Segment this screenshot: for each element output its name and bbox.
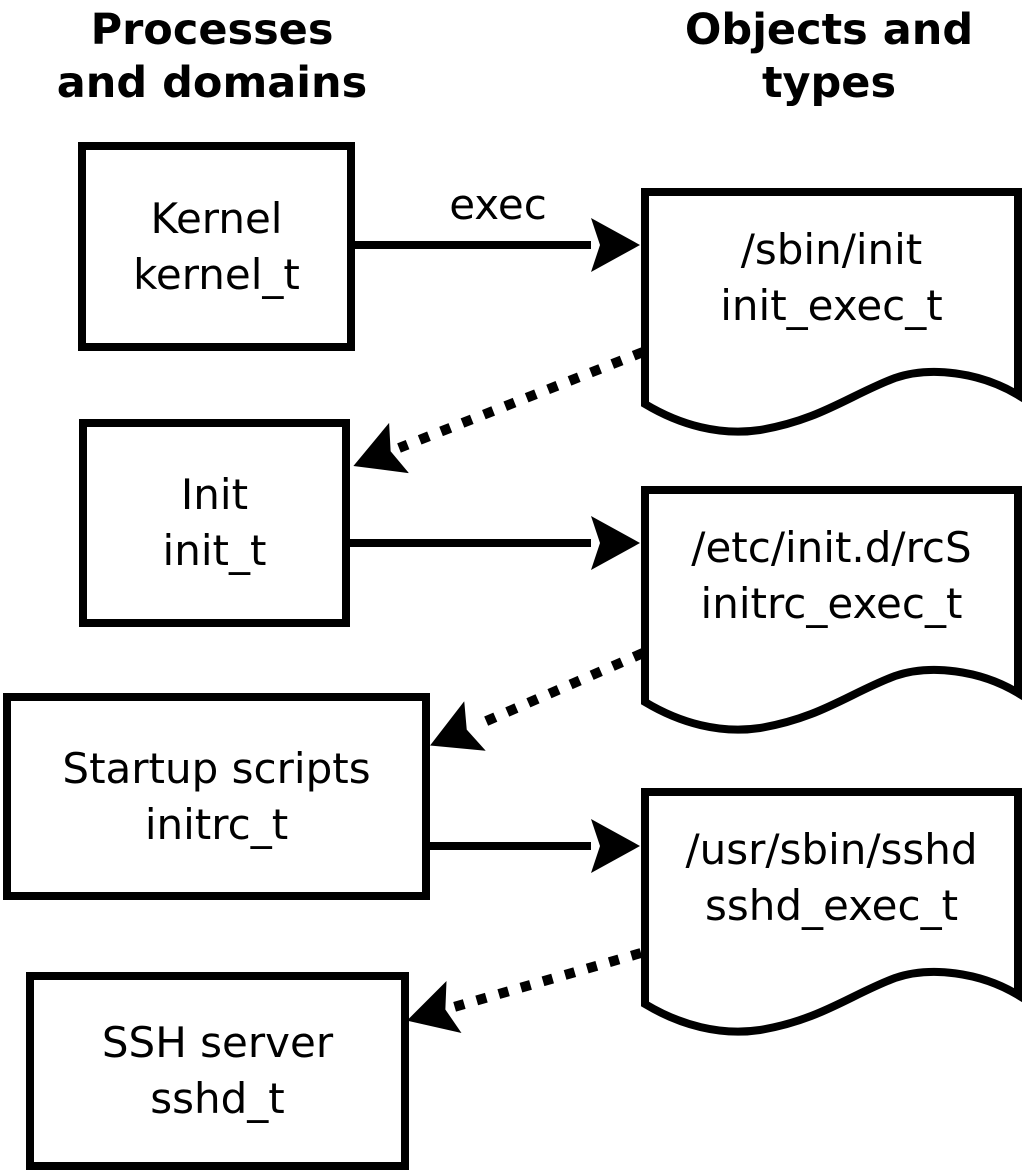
- dotted-arrow-sshd-exec-to-sshd: [406, 948, 643, 1033]
- object-label-usr-sbin-sshd: /usr/sbin/sshd sshd_exec_t: [645, 822, 1018, 934]
- process-domain: initrc_t: [144, 799, 289, 849]
- object-path: /sbin/init: [740, 225, 923, 274]
- object-path: /etc/init.d/rcS: [691, 523, 972, 572]
- document-shape-sbin-init: [641, 188, 1022, 436]
- process-name: Init: [180, 470, 249, 519]
- header-line: Objects and: [684, 5, 974, 55]
- header-line: Processes: [90, 5, 334, 55]
- column-header-objects: Objects and types: [629, 4, 1024, 110]
- process-box-init: Init init_t: [79, 419, 350, 627]
- process-name: Kernel: [150, 193, 283, 243]
- process-name: SSH server: [101, 1018, 334, 1067]
- process-domain: kernel_t: [133, 249, 300, 299]
- object-label-sbin-init: /sbin/init init_exec_t: [645, 222, 1018, 334]
- object-path: /usr/sbin/sshd: [685, 825, 978, 874]
- header-line: types: [761, 58, 897, 108]
- object-label-etc-initd-rcs: /etc/init.d/rcS initrc_exec_t: [645, 520, 1018, 632]
- process-name: Startup scripts: [62, 743, 371, 793]
- object-type: init_exec_t: [720, 281, 943, 330]
- object-type: initrc_exec_t: [700, 579, 963, 628]
- column-header-processes: Processes and domains: [12, 4, 412, 110]
- header-line: and domains: [56, 58, 368, 108]
- dotted-arrow-sbin-init-to-init: [353, 347, 645, 474]
- edge-label-exec: exec: [449, 180, 547, 229]
- process-box-kernel: Kernel kernel_t: [78, 142, 355, 351]
- process-domain: init_t: [162, 526, 267, 575]
- dotted-arrow-rcs-to-initrc: [430, 648, 645, 751]
- object-type: sshd_exec_t: [704, 881, 959, 930]
- process-box-startup-scripts: Startup scripts initrc_t: [3, 693, 430, 900]
- process-box-ssh-server: SSH server sshd_t: [26, 972, 409, 1170]
- process-domain: sshd_t: [150, 1074, 285, 1123]
